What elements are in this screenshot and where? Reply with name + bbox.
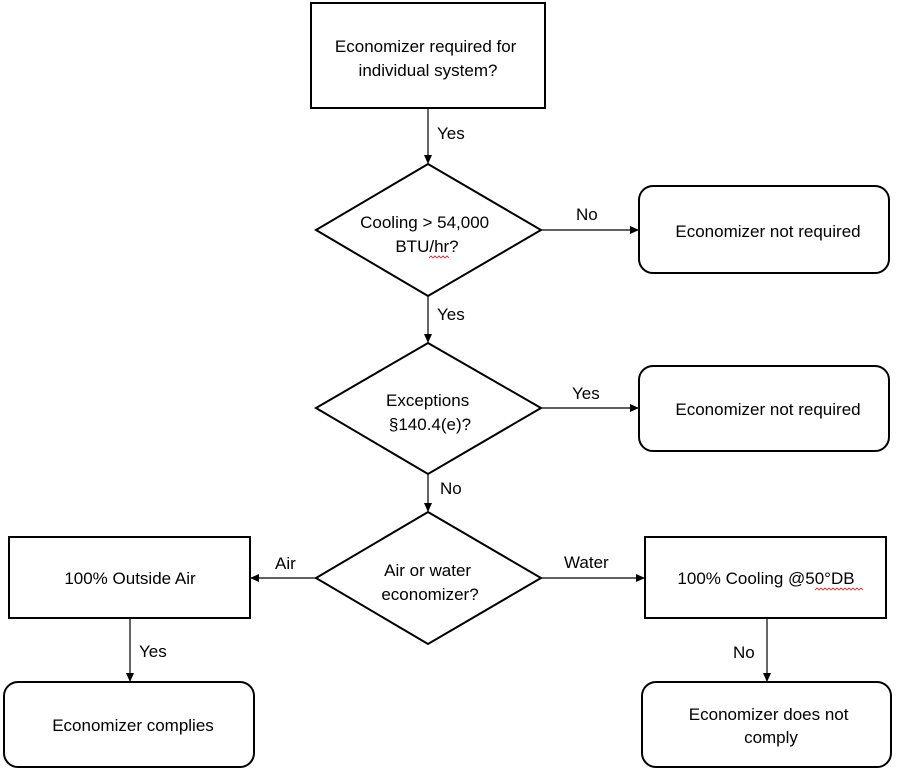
not-required-text-1: Economizer not required <box>675 222 860 241</box>
start-text: Economizer required for individual syste… <box>335 37 521 80</box>
edge-label-cooling-yes: Yes <box>437 305 465 324</box>
air-water-diamond <box>314 510 543 646</box>
edge-label-water: Water <box>564 553 609 572</box>
edge-label-cooling-50db-no: No <box>733 643 755 662</box>
start-box <box>310 2 546 109</box>
edge-label-cooling-no: No <box>576 205 598 224</box>
not-comply-box <box>641 681 892 768</box>
spellcheck-squiggle-1 <box>428 255 450 259</box>
not-required-box-2 <box>638 365 890 452</box>
exceptions-text: Exceptions §140.4(e)? <box>386 391 474 434</box>
edge-label-outside-air-yes: Yes <box>139 642 167 661</box>
outside-air-box <box>8 536 251 619</box>
cooling-50db-text: 100% Cooling @50°DB <box>677 569 854 588</box>
cooling-text: Cooling > 54,000 BTU/hr? <box>360 213 494 256</box>
complies-box <box>3 681 255 768</box>
spellcheck-squiggle-2 <box>814 587 864 591</box>
edge-label-exceptions-yes: Yes <box>572 384 600 403</box>
complies-text: Economizer complies <box>52 716 214 735</box>
edge-label-air: Air <box>275 554 296 573</box>
outside-air-text: 100% Outside Air <box>64 569 196 588</box>
not-comply-text: Economizer does not comply <box>689 705 853 747</box>
cooling-50db-box <box>644 536 887 619</box>
not-required-box-1 <box>638 185 890 274</box>
edge-label-exceptions-no: No <box>440 479 462 498</box>
not-required-text-2: Economizer not required <box>675 400 860 419</box>
edge-label-start-cooling: Yes <box>437 124 465 143</box>
air-water-text: Air or water economizer? <box>381 561 478 604</box>
